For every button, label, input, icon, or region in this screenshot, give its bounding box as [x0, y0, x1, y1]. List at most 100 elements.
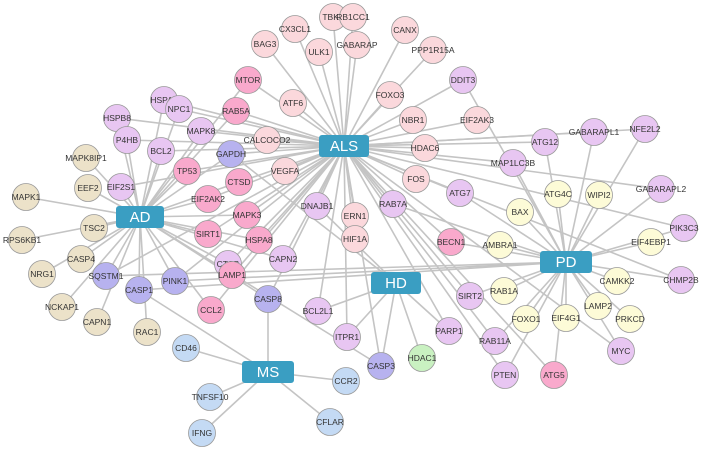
gene-node-ccl2[interactable]: CCL2 — [197, 296, 225, 324]
disease-hub-hd[interactable]: HD — [371, 272, 421, 294]
disease-hub-pd[interactable]: PD — [540, 251, 592, 273]
gene-node-ccr2[interactable]: CCR2 — [332, 367, 360, 395]
gene-node-prkcd[interactable]: PRKCD — [615, 305, 645, 333]
gene-node-canx[interactable]: CANX — [391, 16, 419, 44]
gene-node-rb1cc1[interactable]: RB1CC1 — [336, 3, 370, 31]
gene-node-rac1[interactable]: RAC1 — [133, 318, 161, 346]
gene-node-calcoco2[interactable]: CALCOCO2 — [244, 126, 291, 154]
gene-node-casp4[interactable]: CASP4 — [67, 245, 95, 273]
gene-node-ambra1[interactable]: AMBRA1 — [483, 231, 518, 259]
gene-node-lamp2[interactable]: LAMP2 — [584, 292, 612, 320]
gene-node-nrg1[interactable]: NRG1 — [28, 260, 56, 288]
gene-node-mapk8ip1[interactable]: MAPK8IP1 — [65, 144, 107, 172]
gene-node-hif1a[interactable]: HIF1A — [341, 225, 369, 253]
gene-node-parp1[interactable]: PARP1 — [435, 317, 463, 345]
gene-node-myc[interactable]: MYC — [607, 337, 635, 365]
gene-node-cflar[interactable]: CFLAR — [316, 408, 344, 436]
gene-node-eef2[interactable]: EEF2 — [74, 174, 102, 202]
gene-node-casp8[interactable]: CASP8 — [254, 285, 282, 313]
gene-node-gabarapl2[interactable]: GABARAPL2 — [636, 175, 687, 203]
gene-node-label: NCKAP1 — [45, 302, 79, 312]
edge-map1lc3b-pd — [512, 162, 567, 263]
gene-node-gabarap[interactable]: GABARAP — [336, 31, 378, 59]
gene-node-ddit3[interactable]: DDIT3 — [449, 66, 477, 94]
gene-node-circle — [254, 285, 282, 313]
gene-node-label: EIF2AK2 — [191, 194, 225, 204]
gene-node-eif2ak2[interactable]: EIF2AK2 — [191, 185, 225, 213]
gene-node-capn1[interactable]: CAPN1 — [83, 308, 112, 336]
gene-node-itpr1[interactable]: ITPR1 — [333, 323, 361, 351]
gene-node-mapk8[interactable]: MAPK8 — [187, 117, 216, 145]
gene-node-atg12[interactable]: ATG12 — [531, 128, 559, 156]
gene-node-nfe2l2[interactable]: NFE2L2 — [629, 115, 661, 143]
gene-node-pink1[interactable]: PINK1 — [161, 267, 189, 295]
gene-node-casp3[interactable]: CASP3 — [367, 352, 395, 380]
gene-node-atg7[interactable]: ATG7 — [446, 179, 474, 207]
gene-node-hspb8[interactable]: HSPB8 — [103, 104, 131, 132]
gene-node-foxo1[interactable]: FOXO1 — [512, 305, 541, 333]
gene-node-mtor[interactable]: MTOR — [234, 66, 262, 94]
disease-hub-ms[interactable]: MS — [242, 361, 294, 383]
gene-node-mapk1[interactable]: MAPK1 — [12, 183, 41, 211]
gene-node-eif4g1[interactable]: EIF4G1 — [551, 304, 581, 332]
gene-node-sirt2[interactable]: SIRT2 — [456, 282, 484, 310]
gene-node-casp1[interactable]: CASP1 — [125, 276, 153, 304]
gene-node-sqstm1[interactable]: SQSTM1 — [89, 262, 124, 290]
gene-node-mapk3[interactable]: MAPK3 — [233, 201, 262, 229]
gene-node-label: ATG4C — [544, 189, 572, 199]
gene-node-atf6[interactable]: ATF6 — [279, 89, 307, 117]
gene-node-capn2[interactable]: CAPN2 — [269, 245, 298, 273]
gene-node-hspa8[interactable]: HSPA8 — [245, 226, 273, 254]
gene-node-hdac1[interactable]: HDAC1 — [408, 344, 437, 372]
disease-hub-als[interactable]: ALS — [319, 135, 369, 157]
gene-node-eif4ebp1[interactable]: EIF4EBP1 — [631, 228, 671, 256]
disease-hub-ad[interactable]: AD — [116, 206, 164, 228]
gene-node-bax[interactable]: BAX — [506, 198, 534, 226]
gene-node-atg5[interactable]: ATG5 — [540, 361, 568, 389]
gene-node-rab5a[interactable]: RAB5A — [222, 97, 250, 125]
gene-node-bcl2[interactable]: BCL2 — [147, 137, 175, 165]
gene-node-rab7a[interactable]: RAB7A — [379, 190, 407, 218]
gene-node-vegfa[interactable]: VEGFA — [271, 157, 300, 185]
edge-ccl2-ad — [139, 216, 212, 311]
gene-node-chmp2b[interactable]: CHMP2B — [663, 266, 699, 294]
edge-sqstm1-als — [105, 145, 345, 277]
gene-node-sirt1[interactable]: SIRT1 — [194, 220, 222, 248]
gene-node-bcl2l1[interactable]: BCL2L1 — [303, 297, 334, 325]
gene-node-becn1[interactable]: BECN1 — [437, 228, 466, 256]
gene-node-tsc2[interactable]: TSC2 — [80, 214, 108, 242]
gene-node-rab11a[interactable]: RAB11A — [479, 327, 511, 355]
gene-node-rab1a[interactable]: RAB1A — [490, 277, 518, 305]
gene-node-pten[interactable]: PTEN — [491, 361, 519, 389]
gene-node-map1lc3b[interactable]: MAP1LC3B — [491, 149, 536, 177]
gene-node-dnajb1[interactable]: DNAJB1 — [301, 192, 334, 220]
gene-node-bag3[interactable]: BAG3 — [251, 30, 279, 58]
gene-node-tp53[interactable]: TP53 — [173, 157, 201, 185]
gene-node-wipi2[interactable]: WIPI2 — [585, 181, 613, 209]
gene-node-circle — [113, 126, 141, 154]
gene-node-cd46[interactable]: CD46 — [172, 334, 200, 362]
gene-node-rps6kb1[interactable]: RPS6KB1 — [3, 226, 42, 254]
gene-node-gapdh[interactable]: GAPDH — [216, 140, 246, 168]
gene-node-eif2s1[interactable]: EIF2S1 — [107, 173, 136, 201]
gene-node-pik3c3[interactable]: PIK3C3 — [669, 214, 699, 242]
gene-node-fos[interactable]: FOS — [402, 165, 430, 193]
edge-sirt2-als — [343, 145, 471, 297]
gene-node-npc1[interactable]: NPC1 — [165, 95, 193, 123]
gene-node-ifng[interactable]: IFNG — [188, 419, 216, 447]
gene-node-nckap1[interactable]: NCKAP1 — [45, 293, 79, 321]
gene-node-nbr1[interactable]: NBR1 — [399, 106, 427, 134]
gene-node-lamp1[interactable]: LAMP1 — [218, 261, 246, 289]
gene-node-ppp1r15a[interactable]: PPP1R15A — [412, 36, 455, 64]
gene-node-atg4c[interactable]: ATG4C — [544, 180, 572, 208]
gene-node-ctsd[interactable]: CTSD — [225, 168, 253, 196]
gene-node-tnfsf10[interactable]: TNFSF10 — [192, 383, 229, 411]
gene-node-hdac6[interactable]: HDAC6 — [411, 134, 440, 162]
gene-node-p4hb[interactable]: P4HB — [113, 126, 141, 154]
gene-node-cx3cl1[interactable]: CX3CL1 — [279, 15, 311, 43]
gene-node-foxo3[interactable]: FOXO3 — [376, 81, 405, 109]
gene-node-gabarapl1[interactable]: GABARAPL1 — [569, 118, 620, 146]
gene-node-eif2ak3[interactable]: EIF2AK3 — [460, 106, 494, 134]
gene-node-ulk1[interactable]: ULK1 — [305, 38, 333, 66]
gene-node-camkk2[interactable]: CAMKK2 — [600, 267, 635, 295]
